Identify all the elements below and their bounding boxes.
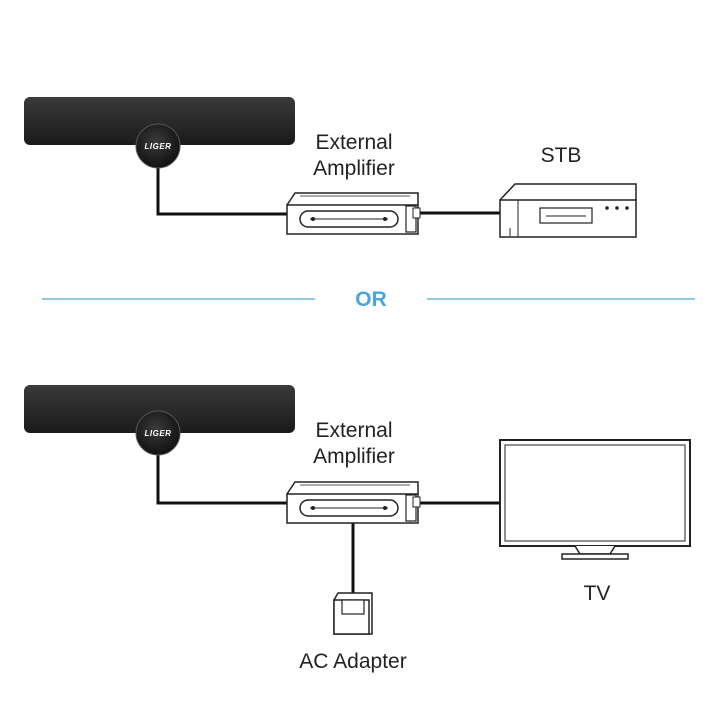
or-divider: OR	[42, 288, 695, 311]
television	[499, 439, 691, 560]
tv-label: TV	[584, 582, 611, 605]
antenna-brand-logo: LIGER	[145, 142, 172, 151]
top-scenario: LIGER External Amplifier	[24, 97, 637, 238]
antenna-cable	[156, 168, 287, 216]
or-label: OR	[355, 288, 387, 311]
bottom-scenario: LIGER External Amplifier TV	[24, 385, 691, 673]
ac-adapter	[333, 592, 373, 635]
antenna-hub-bottom	[135, 410, 181, 456]
antenna-panel	[24, 97, 295, 145]
amplifier-label-bottom-line1: External	[315, 419, 392, 442]
amplifier-label-bottom-line2: Amplifier	[313, 445, 395, 468]
amplifier-label-top-line2: Amplifier	[313, 157, 395, 180]
ac-adapter-label: AC Adapter	[299, 650, 406, 673]
antenna-panel-bottom	[24, 385, 295, 433]
stb-label: STB	[541, 144, 582, 167]
amplifier-label-top-line1: External	[315, 131, 392, 154]
external-amplifier	[286, 192, 421, 235]
external-amplifier-bottom	[286, 481, 421, 524]
set-top-box	[499, 183, 637, 238]
antenna-bottom: LIGER	[24, 385, 295, 456]
antenna-hub	[135, 123, 181, 169]
antenna-brand-logo-bottom: LIGER	[145, 429, 172, 438]
antenna-cable-bottom	[156, 455, 287, 505]
antenna: LIGER	[24, 97, 295, 169]
